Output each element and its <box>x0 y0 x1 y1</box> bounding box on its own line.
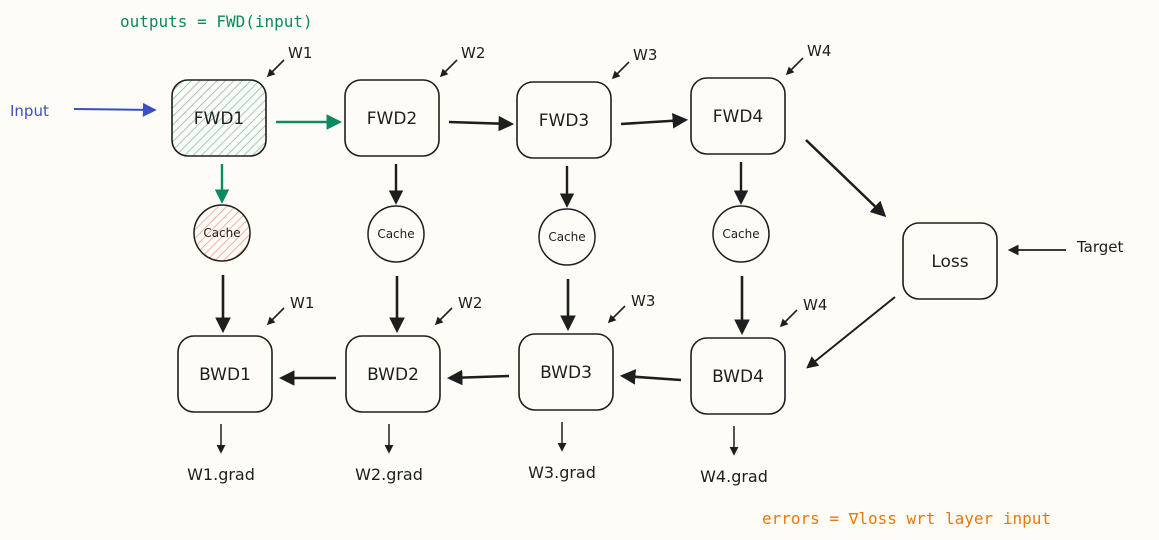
grad-label: W1.grad <box>187 465 255 484</box>
backward-node-3[interactable]: BWD3 <box>518 333 614 411</box>
cache-node-4[interactable]: Cache <box>712 205 770 263</box>
backward-node-2[interactable]: BWD2 <box>345 335 441 413</box>
grad-label: W3.grad <box>528 463 596 482</box>
weight-arrow <box>266 59 285 78</box>
weight-label: W4 <box>807 42 831 60</box>
weight-arrow <box>611 61 630 80</box>
weight-arrow <box>266 307 285 326</box>
cache-label: Cache <box>203 226 240 240</box>
backward-node-1[interactable]: BWD1 <box>177 335 273 413</box>
weight-label: W1 <box>290 294 314 312</box>
weight-label: W3 <box>633 46 657 64</box>
backward-node-4[interactable]: BWD4 <box>690 337 786 415</box>
cache-label: Cache <box>548 230 585 244</box>
forward-arrow <box>448 115 515 132</box>
forward-arrow <box>620 112 689 129</box>
cache-node-2[interactable]: Cache <box>367 205 425 263</box>
input-arrow <box>73 102 157 117</box>
weight-arrow <box>439 59 458 78</box>
weight-arrow <box>434 307 453 326</box>
loss-to-bwd4-arrow <box>806 296 896 369</box>
forward-node-label: FWD3 <box>539 111 590 131</box>
backward-arrow <box>619 369 682 385</box>
weight-arrow <box>785 57 804 76</box>
weight-label: W2 <box>461 44 485 62</box>
backward-node-label: BWD4 <box>712 367 764 387</box>
forward-node-3[interactable]: FWD3 <box>516 81 612 159</box>
backward-arrow <box>446 369 510 386</box>
grad-label: W4.grad <box>700 467 768 486</box>
forward-node-label: FWD1 <box>194 109 245 129</box>
cache-row: Cache Cache Cache Cache <box>193 204 770 336</box>
forward-formula-note: outputs = FWD(input) <box>120 12 313 31</box>
cache-label: Cache <box>722 227 759 241</box>
weight-label: W4 <box>803 296 827 314</box>
weight-label: W1 <box>288 44 312 62</box>
errors-formula-note: errors = ∇loss wrt layer input <box>762 509 1051 528</box>
forward-node-4[interactable]: FWD4 <box>690 77 786 155</box>
grad-label: W2.grad <box>355 465 423 484</box>
loss-node[interactable]: Loss <box>902 222 998 300</box>
fwd4-to-loss-arrow <box>805 139 887 218</box>
target-label: Target <box>1076 238 1124 256</box>
weight-arrow <box>779 309 798 328</box>
forward-node-label: FWD4 <box>713 107 764 127</box>
loss-label: Loss <box>931 252 968 272</box>
backward-node-label: BWD3 <box>540 363 592 383</box>
backward-node-label: BWD1 <box>199 365 251 385</box>
forward-node-1[interactable]: FWD1 <box>171 79 267 157</box>
forward-node-label: FWD2 <box>367 109 418 129</box>
cache-node-1[interactable]: Cache <box>193 204 251 262</box>
weight-label: W3 <box>631 292 655 310</box>
cache-label: Cache <box>377 227 414 241</box>
forward-node-2[interactable]: FWD2 <box>344 79 440 157</box>
weight-label: W2 <box>458 294 482 312</box>
backward-node-label: BWD2 <box>367 365 419 385</box>
input-label: Input <box>10 102 49 120</box>
cache-node-3[interactable]: Cache <box>538 208 596 266</box>
weight-arrow <box>607 305 626 324</box>
